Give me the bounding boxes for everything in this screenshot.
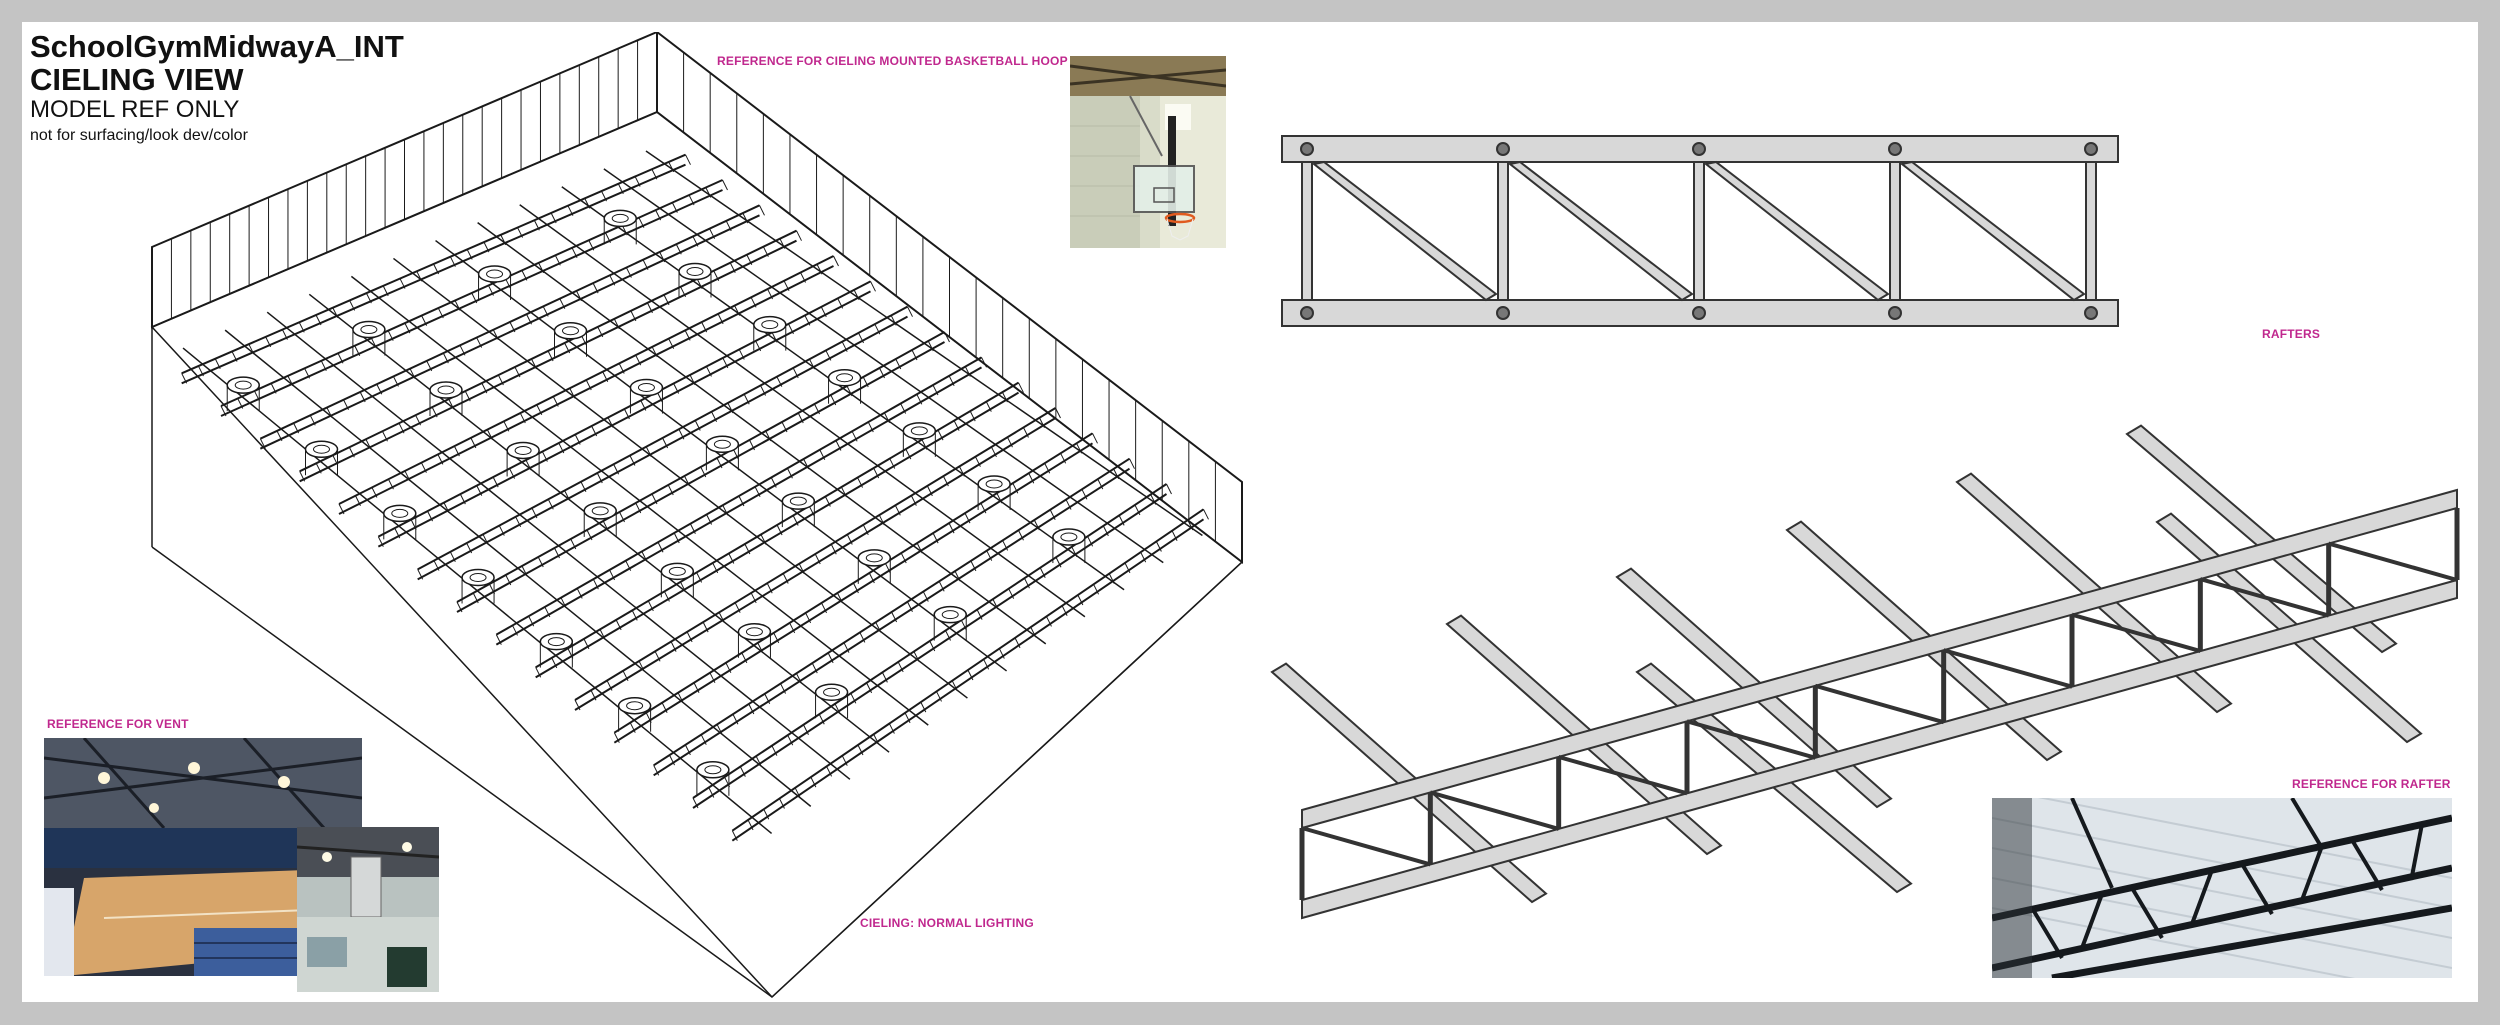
hoop-reference-label: REFERENCE FOR CIELING MOUNTED BASKETBALL… xyxy=(717,54,1068,68)
sheet-title: SchoolGymMidwayA_INT xyxy=(30,29,404,64)
rafter-perspective-svg xyxy=(1270,424,2460,920)
usage-note: MODEL REF ONLY xyxy=(30,96,240,123)
rafter-perspective-drawing xyxy=(1267,392,2472,932)
vent-reference-photo-duct xyxy=(297,827,439,992)
ceiling-isometric-drawing xyxy=(132,32,1272,1007)
rafter-reference-photo xyxy=(1992,798,2452,978)
vent-reference-label: REFERENCE FOR VENT xyxy=(47,717,189,731)
usage-subnote: not for surfacing/look dev/color xyxy=(30,127,248,144)
rafter-truss-svg xyxy=(1281,135,2119,327)
ceiling-isometric-svg xyxy=(150,32,1244,999)
rafters-label: RAFTERS xyxy=(2262,327,2321,341)
rafter-reference-label: REFERENCE FOR RAFTER xyxy=(2292,777,2451,791)
reference-sheet: SchoolGymMidwayA_INT CIELING VIEW MODEL … xyxy=(22,22,2478,1002)
title-block: SchoolGymMidwayA_INT CIELING VIEW MODEL … xyxy=(30,30,404,148)
lighting-label: CIELING: NORMAL LIGHTING xyxy=(860,916,1034,930)
rafter-truss-elevation xyxy=(1280,134,2140,354)
hoop-reference-photo xyxy=(1070,56,1226,248)
view-name: CIELING VIEW xyxy=(30,62,244,97)
